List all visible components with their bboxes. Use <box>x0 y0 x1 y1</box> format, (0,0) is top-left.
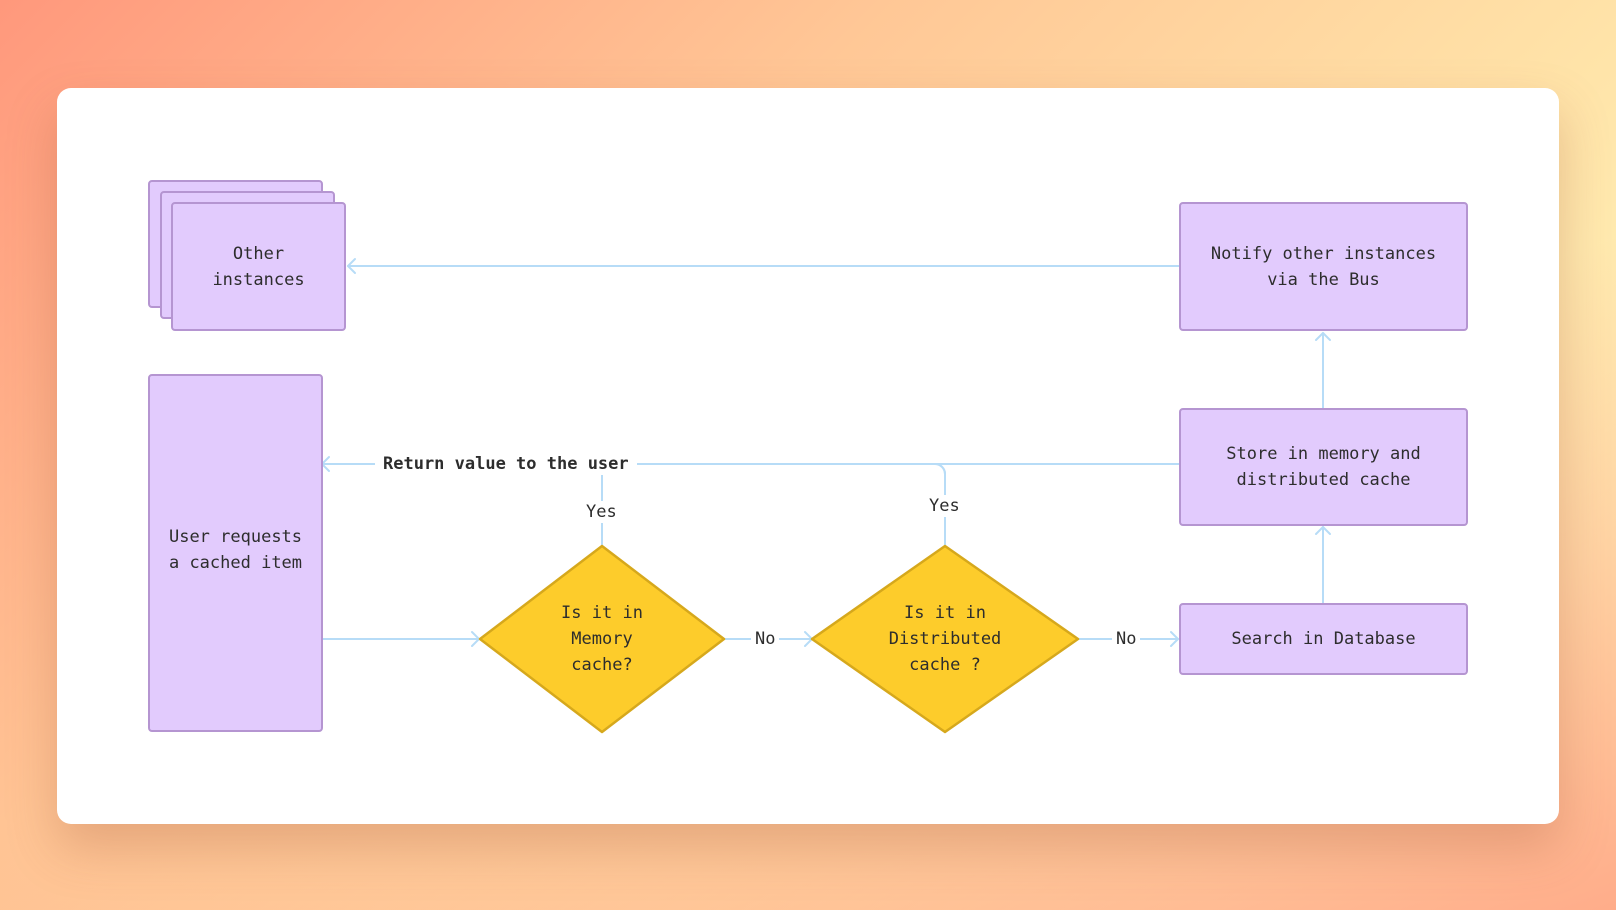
decision-distributed-shape <box>810 544 1080 734</box>
arrowhead-search <box>1170 631 1179 647</box>
notify-bus-node: Notify other instances via the Bus <box>1179 202 1468 331</box>
arrowhead-instances <box>347 258 356 274</box>
decision-memory-label: Is it in Memory cache? <box>561 603 643 675</box>
arrowhead-notify <box>1315 332 1331 341</box>
return-value-label: Return value to the user <box>375 453 637 475</box>
user-request-node: User requests a cached item <box>148 374 323 732</box>
distributed-no-label: No <box>1112 628 1141 650</box>
memory-yes-label: Yes <box>582 501 621 523</box>
arrowhead-store <box>1315 526 1331 535</box>
connector-distributed-yes <box>934 463 946 546</box>
decision-distributed-label: Is it in Distributed cache ? <box>888 603 1002 675</box>
decision-memory-shape <box>478 544 726 734</box>
other-instances-node: Other instances <box>171 202 346 331</box>
distributed-yes-label: Yes <box>925 495 964 517</box>
store-cache-node: Store in memory and distributed cache <box>1179 408 1468 526</box>
search-database-node: Search in Database <box>1179 603 1468 675</box>
memory-no-label: No <box>751 628 780 650</box>
